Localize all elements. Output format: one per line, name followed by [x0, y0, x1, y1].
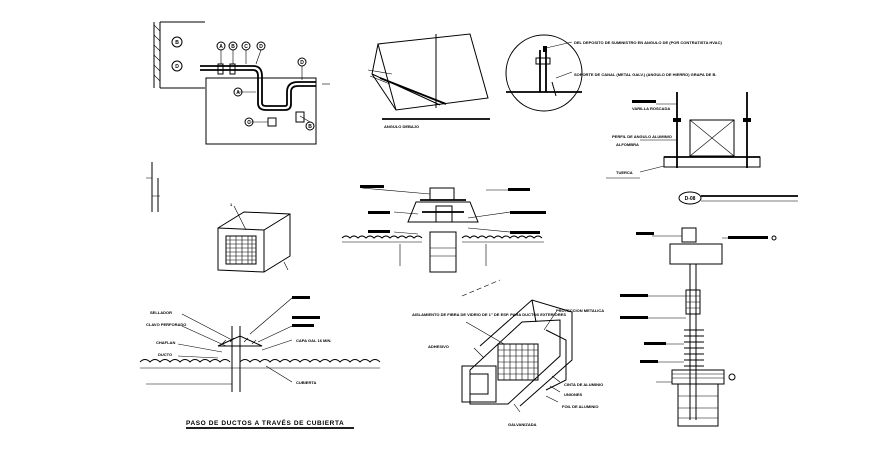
frame-note-2: ALFOMBRA: [616, 142, 639, 147]
section-mark-text: D-08: [685, 196, 696, 202]
flashing-left-4: DUCTO: [158, 352, 172, 357]
bubble-7: A: [236, 90, 240, 96]
insul-note-3: PROTECCION METALICA: [556, 308, 604, 313]
bubble-1: B: [175, 40, 179, 46]
frame-note: PERFIL DE ANGULO ALUMINIO: [612, 134, 672, 139]
flashing-left-2: CLAVO PERFORADO: [146, 322, 186, 327]
duct-label: 1: [230, 202, 233, 207]
insul-note-1: AISLAMIENTO DE FIBRA DE VIDRIO DE 1" DE …: [412, 312, 566, 317]
nut-note: TUERCA: [616, 170, 633, 175]
duct-hanger-section: VARILLA ROSCADA PERFIL DE ANGULO ALUMINI…: [606, 92, 761, 179]
insul-note-4: CINTA DE ALUMINIO: [564, 382, 603, 387]
bubble-10: B: [308, 124, 312, 130]
angle-isometric-detail: ANGULO DEBAJO: [367, 33, 490, 129]
bubble-8: C: [247, 120, 251, 126]
piping-detail: B D A B C D A C D B: [153, 21, 330, 145]
bubble-3: A: [219, 44, 223, 50]
wall-detail: [146, 162, 160, 212]
insul-note-5: UNIONES: [564, 392, 583, 397]
hanger-circle-detail: DEL DEPOSITO DE SUMINISTRO EN ANGULO DE …: [505, 34, 722, 112]
section-mark: 1 D-08: [678, 191, 798, 205]
bubble-2: D: [175, 64, 179, 70]
flashing-left-1: SELLADOR: [150, 310, 172, 315]
insul-note-2: ADHESIVO: [428, 344, 449, 349]
flashing-right-1: CAPA GAL 16 MIN.: [296, 338, 332, 343]
roof-vent-detail: [341, 185, 546, 273]
flashing-right-2: CUBIERTA: [296, 380, 316, 385]
angle-caption: ANGULO DEBAJO: [384, 124, 419, 129]
break-line: [461, 279, 501, 297]
bubble-6: D: [259, 44, 263, 50]
bubble-5: C: [244, 44, 248, 50]
insul-note-7: GALVANIZADA: [508, 422, 537, 427]
insulated-duct-isometric: AISLAMIENTO DE FIBRA DE VIDRIO DE 1" DE …: [412, 299, 604, 427]
vertical-assembly-detail: [620, 227, 777, 427]
hanger-note: DEL DEPOSITO DE SUMINISTRO EN ANGULO DE …: [574, 40, 722, 45]
flashing-section-detail: SELLADOR CLAVO PERFORADO CHAFLAN DUCTO C…: [139, 296, 381, 392]
bubble-9: D: [300, 60, 304, 66]
rod-note: VARILLA ROSCADA: [632, 106, 670, 111]
insul-note-6: FOIL DE ALUMINIO: [562, 404, 598, 409]
bubble-4: B: [231, 44, 235, 50]
flashing-left-3: CHAFLAN: [156, 340, 175, 345]
drawing-title: PASO DE DUCTOS A TRAVÉS DE CUBIERTA: [186, 418, 344, 427]
insulated-duct-block: 1: [217, 202, 291, 273]
hanger-note-2: SOPORTE DE CANAL (METAL GALV.) (ANGULO D…: [574, 72, 716, 77]
